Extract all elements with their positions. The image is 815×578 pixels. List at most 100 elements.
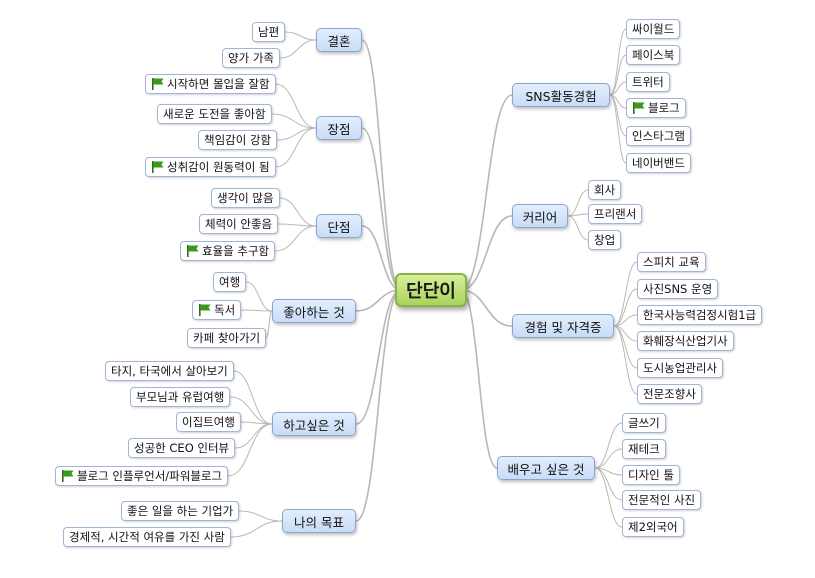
leaf-item-label: 여행 — [219, 275, 241, 289]
leaf-item[interactable]: 새로운 도전을 좋아함 — [157, 104, 272, 124]
branch-left-2-label: 단점 — [327, 219, 351, 235]
leaf-item-label: 경제적, 시간적 여유를 가진 사람 — [69, 530, 225, 544]
branch-left-4[interactable]: 하고싶은 것 — [272, 412, 356, 436]
connector-line — [230, 396, 273, 425]
leaf-item[interactable]: 전문적인 사진 — [622, 490, 702, 510]
leaf-item-label: 글쓰기 — [628, 416, 660, 430]
connector-line — [279, 39, 317, 59]
leaf-item[interactable]: 블로그 인플루언서/파워블로그 — [55, 466, 229, 486]
leaf-item[interactable]: 이집트여행 — [176, 412, 241, 432]
leaf-item[interactable]: 재테크 — [622, 439, 666, 459]
branch-right-2[interactable]: 경험 및 자격증 — [512, 314, 614, 338]
leaf-item[interactable]: 창업 — [588, 230, 622, 250]
connector-line — [246, 281, 273, 312]
leaf-item-label: 화훼장식산업기사 — [643, 334, 728, 348]
leaf-item[interactable]: 체력이 안좋음 — [199, 214, 279, 234]
leaf-item-label: 싸이월드 — [632, 22, 675, 36]
branch-left-2[interactable]: 단점 — [316, 214, 362, 238]
leaf-item-label: 전문적인 사진 — [628, 493, 696, 507]
flag-icon — [633, 102, 645, 114]
branch-left-5-label: 나의 목표 — [294, 514, 344, 530]
branch-left-0[interactable]: 결혼 — [316, 28, 362, 52]
leaf-item-label: 독서 — [214, 303, 236, 317]
leaf-item[interactable]: 생각이 많음 — [211, 188, 280, 208]
flag-icon — [62, 470, 74, 482]
leaf-item-label: 한국사능력검정시험1급 — [643, 308, 757, 322]
branch-right-0[interactable]: SNS활동경험 — [512, 83, 610, 107]
connector-line — [233, 370, 273, 425]
connector-line — [594, 422, 623, 469]
leaf-item-label: 양가 가족 — [228, 51, 274, 65]
leaf-item[interactable]: 싸이월드 — [626, 19, 681, 39]
leaf-item[interactable]: 성취감이 원동력이 됨 — [145, 157, 276, 177]
leaf-item[interactable]: 제2외국어 — [622, 517, 684, 537]
leaf-item[interactable]: 부모님과 유럽여행 — [130, 387, 231, 407]
leaf-item[interactable]: 트위터 — [626, 72, 670, 92]
leaf-item[interactable]: 사진SNS 운영 — [637, 279, 719, 299]
leaf-item[interactable]: 타지, 타국에서 살아보기 — [105, 361, 234, 381]
branch-left-5[interactable]: 나의 목표 — [282, 509, 356, 533]
connector-line — [460, 289, 513, 327]
leaf-item[interactable]: 좋은 일을 하는 기업가 — [121, 501, 240, 521]
leaf-item-label: 도시농업관리사 — [643, 361, 718, 375]
leaf-item[interactable]: 책임감이 강함 — [198, 130, 278, 150]
leaf-item[interactable]: 시작하면 몰입을 잘함 — [145, 74, 276, 94]
connector-line — [609, 81, 627, 96]
leaf-item-label: 부모님과 유럽여행 — [136, 390, 225, 404]
leaf-item[interactable]: 효율을 추구함 — [180, 241, 276, 261]
leaf-item-label: 남편 — [258, 25, 280, 39]
connector-line — [241, 309, 273, 312]
flag-icon — [199, 304, 211, 316]
branch-left-4-label: 하고싶은 것 — [283, 417, 345, 433]
connector-line — [355, 289, 402, 522]
connector-line — [361, 127, 402, 291]
central-topic[interactable]: 단단이 — [395, 273, 467, 307]
leaf-item-label: 트위터 — [632, 75, 664, 89]
leaf-item[interactable]: 여행 — [213, 272, 247, 292]
connector-line — [460, 289, 498, 469]
branch-right-1[interactable]: 커리어 — [512, 204, 568, 228]
branch-left-1[interactable]: 장점 — [316, 116, 362, 140]
leaf-item-label: 카페 찾아가기 — [193, 331, 261, 345]
leaf-item[interactable]: 블로그 — [626, 98, 686, 118]
leaf-item[interactable]: 네이버밴드 — [626, 153, 691, 173]
branch-right-3[interactable]: 배우고 싶은 것 — [497, 456, 595, 480]
leaf-item[interactable]: 전문조향사 — [637, 384, 702, 404]
connector-line — [355, 289, 402, 425]
connector-line — [613, 314, 638, 327]
connector-line — [275, 83, 317, 129]
leaf-item-label: 네이버밴드 — [632, 156, 685, 170]
branch-left-3[interactable]: 좋아하는 것 — [272, 299, 356, 323]
leaf-item[interactable]: 글쓰기 — [622, 413, 666, 433]
leaf-item[interactable]: 스피치 교육 — [637, 252, 706, 272]
leaf-item[interactable]: 디자인 툴 — [622, 465, 680, 485]
leaf-item[interactable]: 양가 가족 — [222, 48, 280, 68]
connector-line — [594, 467, 623, 501]
leaf-item[interactable]: 프리랜서 — [588, 204, 643, 224]
leaf-item-label: 인스타그램 — [632, 129, 685, 143]
leaf-item[interactable]: 카페 찾아가기 — [187, 328, 267, 348]
leaf-item-label: 재테크 — [628, 442, 660, 456]
leaf-item[interactable]: 인스타그램 — [626, 126, 691, 146]
central-topic-label: 단단이 — [406, 281, 456, 302]
connector-line — [567, 215, 589, 241]
leaf-item[interactable]: 성공한 CEO 인터뷰 — [128, 438, 236, 458]
leaf-item-label: 타지, 타국에서 살아보기 — [111, 364, 228, 378]
leaf-item-label: 전문조향사 — [643, 387, 696, 401]
leaf-item[interactable]: 페이스북 — [626, 45, 681, 65]
leaf-item-label: 이집트여행 — [182, 415, 235, 429]
leaf-item[interactable]: 독서 — [192, 300, 242, 320]
flag-icon — [152, 161, 164, 173]
leaf-item[interactable]: 도시농업관리사 — [637, 358, 724, 378]
connector-line — [613, 325, 638, 395]
leaf-item[interactable]: 회사 — [588, 180, 622, 200]
leaf-item[interactable]: 남편 — [252, 22, 286, 42]
leaf-item-label: 제2외국어 — [628, 520, 678, 534]
connector-line — [613, 261, 638, 327]
leaf-item[interactable]: 한국사능력검정시험1급 — [637, 305, 763, 325]
leaf-item[interactable]: 화훼장식산업기사 — [637, 331, 734, 351]
leaf-item[interactable]: 경제적, 시간적 여유를 가진 사람 — [63, 527, 231, 547]
leaf-item-label: 사진SNS 운영 — [643, 282, 713, 296]
